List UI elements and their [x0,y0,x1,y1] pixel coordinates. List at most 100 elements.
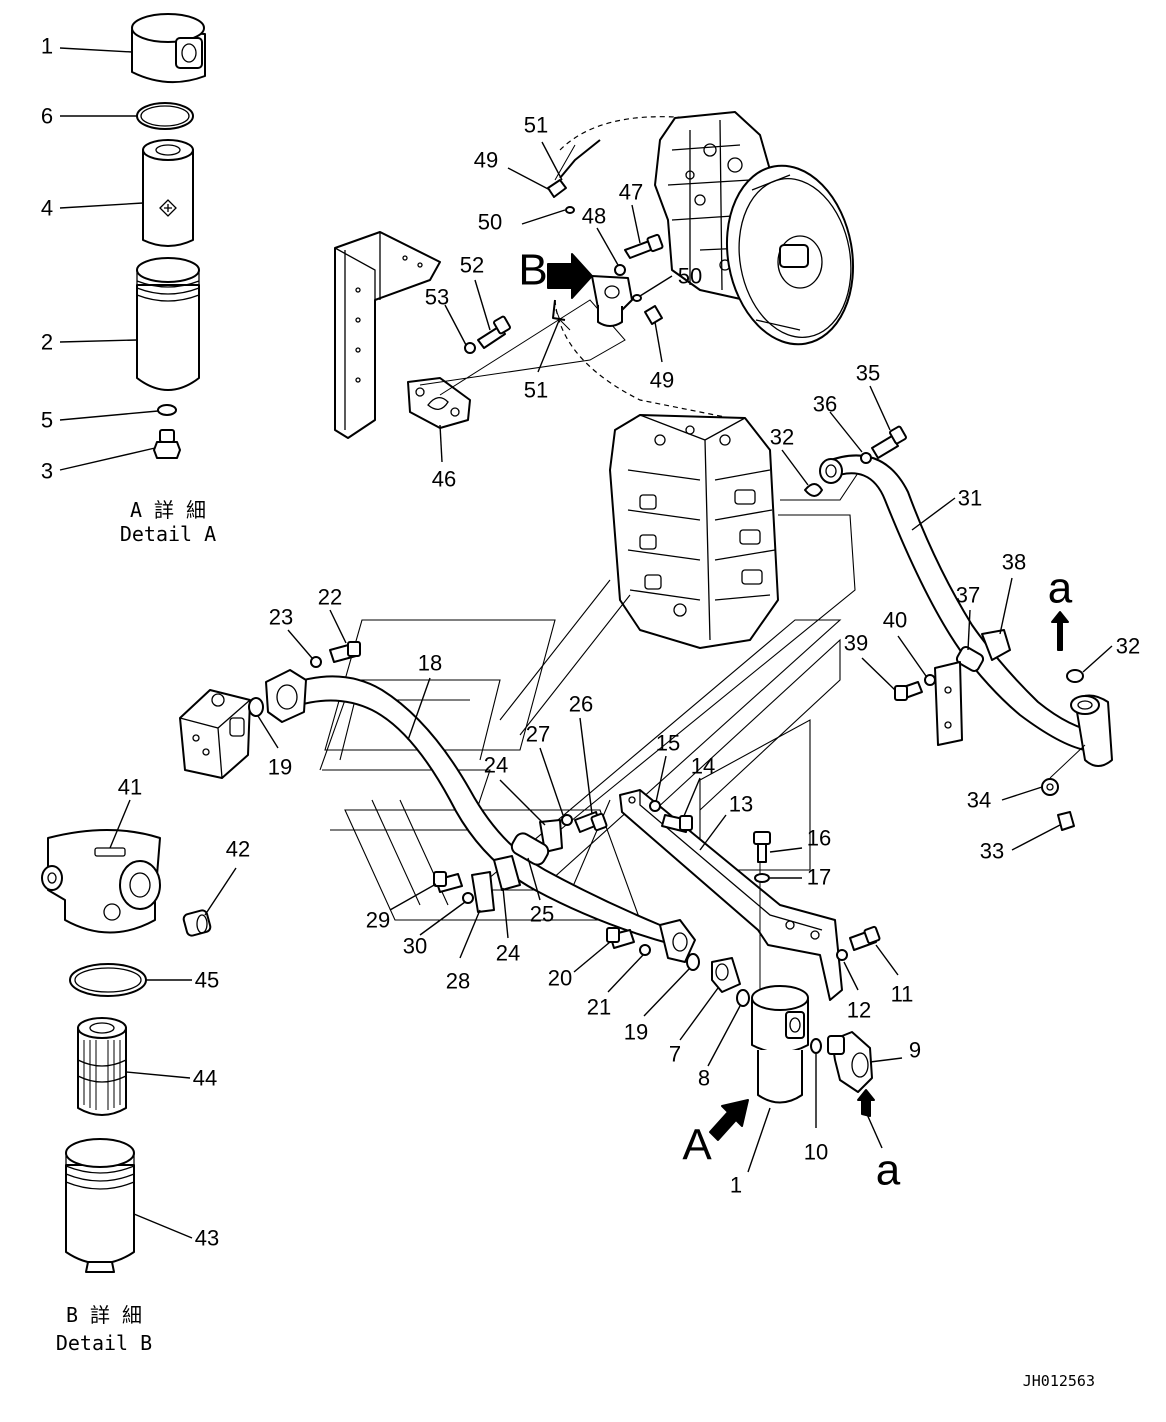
leader-c50b [639,275,673,297]
detail-b-group: B 詳 細 Detail B [41,799,237,1355]
callout-label: 10 [804,1140,828,1165]
leader-c53 [444,304,467,346]
leader-c20 [573,941,611,973]
part-washer-30 [462,892,474,904]
callout-label: 29 [366,908,390,933]
leader-c24b [502,887,509,939]
callout-label: 41 [118,775,142,800]
callout-label: 52 [460,253,484,278]
leader-c32b [1082,645,1113,673]
part-filter-bowl-detail-a [136,257,200,391]
part-clamp-24-upper [539,819,563,853]
leader-c50a [521,209,566,225]
part-bracket-13 [619,789,843,1001]
detail-a-title-jp: A 詳 細 [130,498,206,522]
callout-label: 2 [41,330,53,355]
detail-b-title-jp: B 詳 細 [66,1303,142,1327]
leader-c35 [869,385,891,431]
leader-c49a [507,167,551,191]
callout-label: 4 [41,196,53,221]
leader-c16 [769,847,803,853]
control-valve-group [499,414,861,831]
connection-a-up-arrow [1051,611,1069,651]
part-o-ring-detail-a [136,102,194,130]
detail-b-title-en: Detail B [56,1331,152,1355]
part-bolt-35 [871,435,899,459]
part-washer-23 [310,656,322,668]
leader-c7 [679,987,719,1041]
leader-c36 [829,411,863,453]
callout-label: 42 [226,837,250,862]
leader-c44 [125,1071,191,1079]
leader-c32a [781,449,809,486]
part-filter-1 [751,985,809,1104]
leader-c19b [643,967,691,1017]
callout-label: 31 [958,486,982,511]
callout-label: 24 [484,753,508,778]
callout-label: 34 [967,788,991,813]
leader-c37 [967,609,971,651]
pump-group [554,111,855,421]
callout-label: 32 [770,425,794,450]
callout-label: 37 [956,583,980,608]
leader-c43 [133,1213,193,1239]
callout-label: 13 [729,792,753,817]
leader-c26 [579,717,593,815]
leader-c28 [459,909,481,959]
callout-label: 47 [619,180,643,205]
part-hydraulic-pump [654,111,855,346]
callout-label: 18 [418,651,442,676]
leader-c38 [999,577,1013,635]
leader-c4a [59,202,144,209]
callout-label: 27 [526,722,550,747]
view-b-arrow [547,253,593,299]
leader-c40 [897,635,927,677]
connection-a-lower-arrow [857,1089,875,1117]
leader-c19a [257,715,279,749]
part-o-ring-50-upper [565,206,575,214]
leader-c29 [389,883,437,911]
callout-label: 5 [41,408,53,433]
callout-label: 50 [678,264,702,289]
part-o-ring-19-lower [686,953,700,971]
part-bracket-40 [934,661,963,746]
part-clamp-28 [471,871,495,913]
leader-c24a [499,779,546,826]
view-a-arrow [709,1099,749,1141]
leader-c18 [407,677,431,741]
part-valve-block-left [179,689,251,779]
callout-label: 45 [195,968,219,993]
callout-label: 6 [41,104,53,129]
leader-c23 [287,629,313,659]
part-check-valve-9 [827,1031,873,1093]
connection-a-label-upper: a [1048,564,1073,613]
part-washer-17 [754,873,770,883]
part-o-ring-10 [810,1038,822,1054]
leader-c12 [843,961,859,991]
part-o-ring-50-lower [632,294,642,302]
part-elbow-7 [711,957,741,993]
callout-label: 19 [624,1020,648,1045]
callout-label: 21 [587,995,611,1020]
callout-label: 40 [883,608,907,633]
callout-label: 11 [891,982,914,1007]
callout-labels: 1 6 4 2 5 3 41 42 45 44 43 51 49 50 48 4… [41,34,1140,1251]
pilot-hose-upper [559,116,691,151]
leader-c41 [109,799,131,849]
part-washer-36 [860,452,872,464]
callout-label: 51 [524,113,548,138]
part-filter-head-detail-a [131,13,206,84]
callout-label: 49 [474,148,498,173]
leader-c1b [747,1107,771,1173]
callout-label: 30 [403,934,427,959]
leader-c46 [439,424,443,463]
part-washer-12 [836,949,848,961]
callout-label: 12 [847,998,871,1023]
part-filter-element-detail-b [77,1017,127,1116]
part-filter-bowl-detail-b [65,1138,135,1273]
part-small-o-ring-detail-a [157,404,177,416]
leader-c49b [654,321,663,363]
part-plug-detail-b [182,909,212,937]
part-washer-21 [639,944,651,956]
leader-c8 [707,1005,741,1067]
